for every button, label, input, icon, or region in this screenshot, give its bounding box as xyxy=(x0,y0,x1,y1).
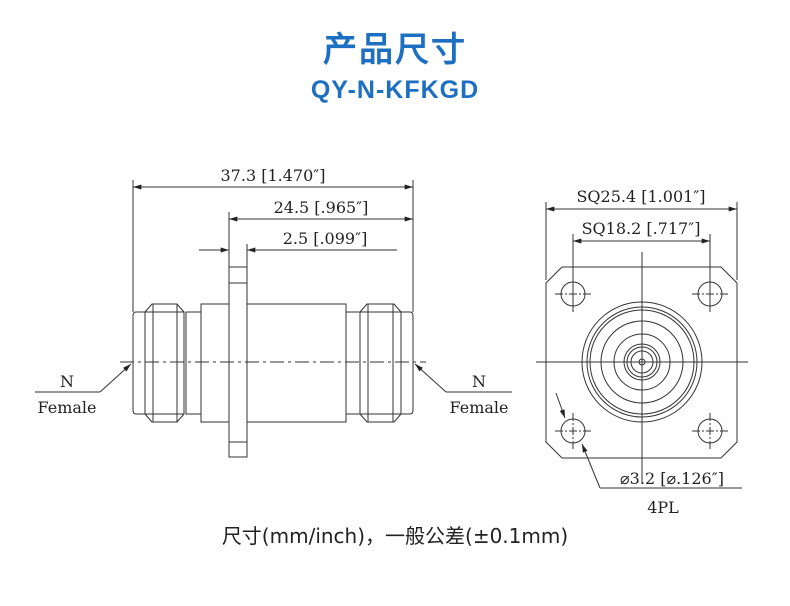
side-view: 37.3 [1.470″] 24.5 [.965″] 2.5 [.099″] xyxy=(35,166,512,458)
overall-length-label: 37.3 [1.470″] xyxy=(221,166,326,185)
flange-outline xyxy=(545,266,738,459)
mounting-holes xyxy=(555,276,728,449)
tolerance-caption: 尺寸(mm/inch)，一般公差(±0.1mm) xyxy=(221,524,569,548)
model-number: QY-N-KFKGD xyxy=(310,76,480,104)
left-connector-type: N xyxy=(60,372,74,391)
flange-to-end-label: 24.5 [.965″] xyxy=(274,198,369,217)
right-connector-gender: Female xyxy=(450,398,509,417)
right-connector-type: N xyxy=(472,372,486,391)
flange-square-label: SQ25.4 [1.001″] xyxy=(576,187,705,206)
hole-diameter-label: ⌀3.2 [⌀.126″] xyxy=(620,469,724,488)
flange-thickness-label: 2.5 [.099″] xyxy=(283,229,368,248)
left-connector-gender: Female xyxy=(38,398,97,417)
hole-count-label: 4PL xyxy=(647,498,679,517)
hole-spacing-label: SQ18.2 [.717″] xyxy=(582,219,701,238)
front-view: SQ25.4 [1.001″] SQ18.2 [.717″] ⌀3.2 [⌀.1… xyxy=(536,187,748,517)
page-title: 产品尺寸 xyxy=(323,30,467,70)
